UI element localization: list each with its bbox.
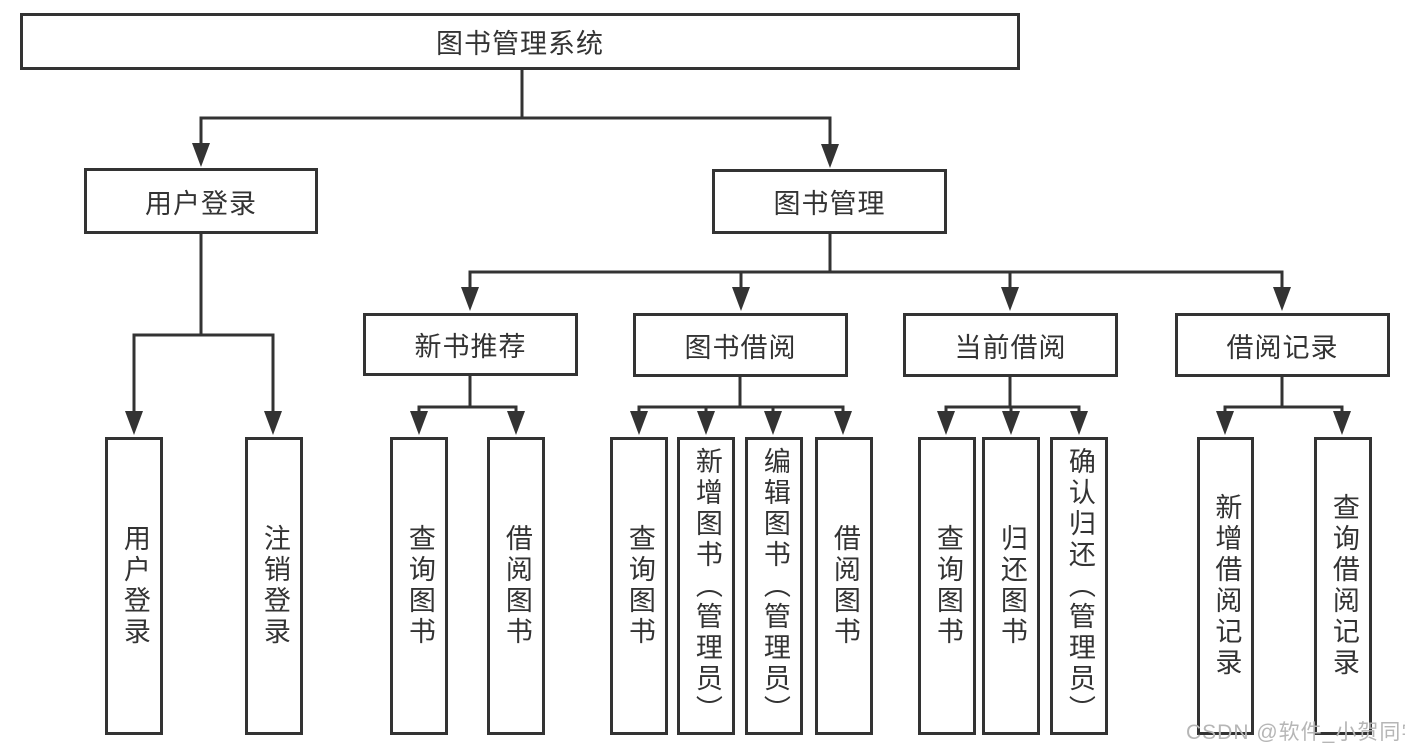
node-label: 借阅记录 xyxy=(1226,332,1339,363)
leaf-borrow-books: 借阅图书 xyxy=(815,437,873,735)
leaf-query-borrow-record: 查询借阅记录 xyxy=(1314,437,1372,735)
leaf-confirm-return-admin: 确认归还（管理员） xyxy=(1050,437,1108,735)
leaf-query-books-current: 查询图书 xyxy=(918,437,976,735)
leaf-borrow-books-recommend: 借阅图书 xyxy=(487,437,545,735)
leaf-label: 查询借阅记录 xyxy=(1328,493,1359,679)
leaf-return-book: 归还图书 xyxy=(982,437,1040,735)
node-label: 图书管理系统 xyxy=(436,29,604,59)
leaf-label: 确认归还（管理员） xyxy=(1064,446,1095,726)
leaf-label: 新增图书（管理员） xyxy=(691,446,722,726)
leaf-query-books-borrow: 查询图书 xyxy=(610,437,668,735)
node-label: 当前借阅 xyxy=(954,332,1067,363)
leaf-user-login: 用户登录 xyxy=(105,437,163,735)
node-label: 用户登录 xyxy=(145,188,257,219)
leaf-add-borrow-record: 新增借阅记录 xyxy=(1197,437,1254,735)
csdn-watermark: CSDN @软件_小贺同学 xyxy=(1186,721,1405,744)
leaf-query-books-recommend: 查询图书 xyxy=(390,437,448,735)
node-library-management-system: 图书管理系统 xyxy=(20,13,1020,70)
leaf-label: 注销登录 xyxy=(259,524,290,648)
node-book-borrow: 图书借阅 xyxy=(633,313,848,377)
leaf-label: 归还图书 xyxy=(996,524,1027,648)
leaf-edit-book-admin: 编辑图书（管理员） xyxy=(745,437,803,735)
leaf-label: 查询图书 xyxy=(932,524,963,648)
node-book-management: 图书管理 xyxy=(712,169,947,234)
node-new-book-recommend: 新书推荐 xyxy=(363,313,578,376)
node-label: 图书借阅 xyxy=(684,332,797,363)
node-borrow-records: 借阅记录 xyxy=(1175,313,1390,377)
leaf-add-book-admin: 新增图书（管理员） xyxy=(677,437,735,735)
node-current-borrow: 当前借阅 xyxy=(903,313,1118,377)
leaf-label: 查询图书 xyxy=(624,524,655,648)
leaf-label: 用户登录 xyxy=(119,524,150,648)
leaf-logout: 注销登录 xyxy=(245,437,303,735)
leaf-label: 查询图书 xyxy=(404,524,435,648)
node-user-login: 用户登录 xyxy=(84,168,318,234)
leaf-label: 借阅图书 xyxy=(501,524,532,648)
leaf-label: 编辑图书（管理员） xyxy=(759,446,790,726)
node-label: 新书推荐 xyxy=(414,332,527,362)
leaf-label: 新增借阅记录 xyxy=(1211,493,1242,679)
leaf-label: 借阅图书 xyxy=(829,524,860,648)
node-label: 图书管理 xyxy=(773,189,886,219)
arrowheads xyxy=(125,143,1351,435)
